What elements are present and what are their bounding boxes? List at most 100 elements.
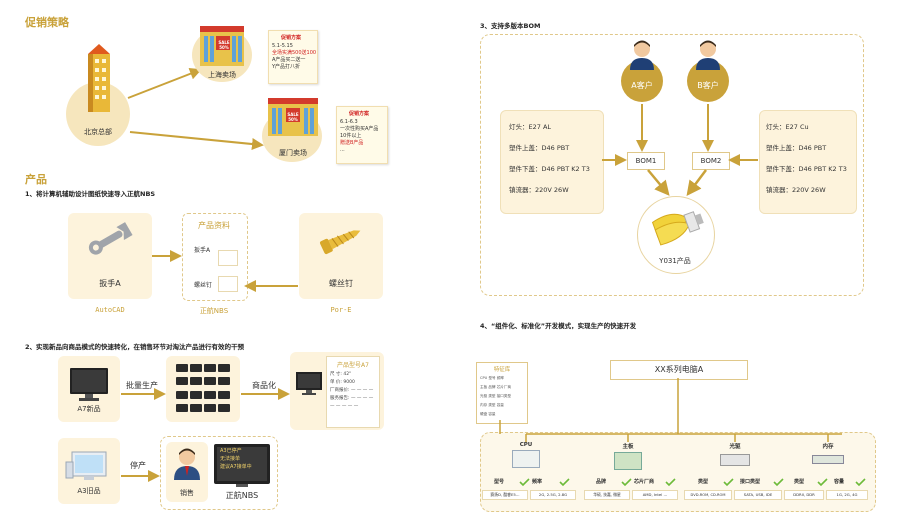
- cpu-chip-icon: [512, 450, 540, 468]
- plan-line: 全场实满500送100: [272, 50, 317, 56]
- plan-line: ...: [340, 147, 345, 153]
- product-info-box: [182, 213, 248, 301]
- memory-val2: 1G, 2G, 4G: [826, 490, 868, 500]
- feature-row: 内存 类型 容量: [480, 403, 504, 407]
- customer-b-icon: [696, 40, 720, 70]
- info-item-wrench: 扳手A: [194, 247, 211, 254]
- spec-b-line: 镇流器：220V 26W: [766, 186, 826, 194]
- tv-line: 无法接单: [220, 456, 241, 462]
- memory-val1: DDRII, DDR: [784, 490, 824, 500]
- memory-attr1: 类型: [794, 479, 805, 485]
- autocad-box: [68, 213, 152, 299]
- feature-row: 主板 品牌 芯片厂商: [480, 385, 512, 389]
- mainboard-val2: AMD, Intel …: [632, 490, 678, 500]
- info-thumb-screw: [218, 276, 238, 292]
- monitor-grid: [176, 364, 232, 414]
- plan-line: 一次性购买A产品: [340, 126, 379, 132]
- spec-a-card: 灯头：E27 AL 塑件上盖：D46 PBT 塑件下盖：D46 PBT K2 T…: [500, 110, 604, 214]
- sales-label: 销售: [180, 489, 194, 497]
- store1-plan-lines: 5.1-5.15 全场实满500送100 A产品买二送一 Y产品打八折: [272, 43, 317, 71]
- plan-line: 10件以上: [340, 133, 362, 139]
- feature-card-title: 特征库: [493, 367, 511, 373]
- screw-icon: [319, 230, 361, 255]
- store1-plan-title: 促销方案: [281, 35, 302, 41]
- feature-card: 特征库 CPU 型号 频率 主板 品牌 芯片厂商 光驱 类型 接口类型 内存 类…: [476, 362, 528, 424]
- model-line: 厂商报价: — — — —: [330, 388, 374, 393]
- tv-line: 建议A7接单中: [220, 464, 252, 470]
- drive-val2: SATA, USB, IDE: [734, 490, 782, 500]
- store2-plan-lines: 6.1-6.3 一次性购买A产品 10件以上 赠送B产品 ...: [340, 119, 387, 154]
- promo-title: 促销策略: [25, 16, 69, 29]
- info-item-screw: 螺丝钉: [194, 282, 213, 289]
- model-title: 产品型号A7: [337, 362, 369, 369]
- hq-label: 北京总部: [84, 128, 112, 136]
- promo-arrows: [127, 68, 264, 150]
- store1-sign: SALE 50%: [218, 40, 230, 50]
- cpu-attr1: 型号: [494, 479, 505, 485]
- spec-a-line: 塑件上盖：D46 PBT: [509, 144, 570, 152]
- tv-line: A3已停产: [220, 448, 242, 454]
- pore-box: [299, 213, 383, 299]
- caption-autocad: AutoCAD: [95, 306, 125, 314]
- store1-building-icon: [200, 26, 244, 66]
- cpu-attr2: 频率: [532, 479, 543, 485]
- model-line: — — — — —: [330, 404, 359, 409]
- memory-stick-icon: [812, 455, 844, 464]
- store1-label: 上海卖场: [208, 71, 236, 79]
- drive-attr2: 接口类型: [740, 479, 761, 485]
- bom-arrows: [602, 104, 758, 196]
- store1-plan-card: 促销方案 5.1-5.15 全场实满500送100 A产品买二送一 Y产品打八折: [268, 30, 318, 84]
- product-label: Y031产品: [659, 257, 691, 265]
- mainboard-attr2: 芯片厂商: [634, 479, 655, 485]
- bulb-icon: [651, 211, 704, 246]
- salesperson-icon: [174, 448, 200, 480]
- component-memory: 内存: [808, 442, 848, 472]
- feature-row: 硬盘 容量: [480, 412, 496, 416]
- drive-val1: DVD-ROM, CD-ROM: [684, 490, 732, 500]
- customer-b-label: B客户: [697, 81, 719, 90]
- hq-building-icon: [88, 44, 110, 112]
- check-icon: [773, 478, 784, 487]
- screw-label: 螺丝钉: [329, 279, 353, 288]
- plan-line: Y产品打八折: [272, 64, 301, 70]
- store2-sign: SALE 50%: [287, 112, 299, 122]
- check-icon: [519, 478, 530, 487]
- check-icon: [817, 478, 828, 487]
- step3-text: 3、支持多版本BOM: [480, 22, 541, 30]
- step1-text: 1、将计算机辅助设计图纸快速导入正航NBS: [25, 190, 156, 198]
- step2-text: 2、实现新品向商品模式的快速转化，在销售环节对淘汰产品进行有效的干预: [25, 343, 245, 351]
- model-line: 服务报告: — — — —: [330, 396, 374, 401]
- flow-arrows: [121, 388, 290, 482]
- plan-line: 5.1-5.15: [272, 43, 293, 49]
- check-icon: [621, 478, 632, 487]
- model-line: 尺 寸: 42": [330, 372, 352, 377]
- feature-row: 光驱 类型 接口类型: [480, 394, 512, 398]
- store2-label: 厦门卖场: [279, 149, 307, 157]
- feature-row: CPU 型号 频率: [480, 376, 504, 380]
- step4-text: 4、“组件化、标准化”开发模式，实现生产的快速开发: [480, 322, 637, 330]
- model-card: 产品型号A7 尺 寸: 42" 单 价: 9000 厂商报价: — — — — …: [326, 356, 380, 428]
- store2-plan-title: 促销方案: [349, 111, 370, 117]
- spec-a-line: 灯头：E27 AL: [509, 123, 552, 131]
- component-cpu: CPU: [506, 442, 546, 472]
- feature-table: CPU 型号 频率 主板 品牌 芯片厂商 光驱 类型 接口类型 内存 类型 容量…: [480, 374, 527, 419]
- old-monitor-icon: [65, 451, 107, 480]
- wrench-label: 扳手A: [99, 279, 121, 288]
- new-product-label: A7新品: [77, 405, 101, 413]
- batch-label: 批量生产: [126, 381, 158, 390]
- bom1-box: BOM1: [627, 152, 665, 170]
- check-icon: [559, 478, 570, 487]
- spec-a-line: 塑件下盖：D46 PBT K2 T3: [509, 165, 590, 173]
- check-icon: [665, 478, 676, 487]
- plan-line: A产品买二送一: [272, 57, 306, 63]
- optical-drive-icon: [720, 454, 750, 466]
- mainboard-icon: [614, 452, 642, 470]
- store2-plan-card: 促销方案 6.1-6.3 一次性购买A产品 10件以上 赠送B产品 ...: [336, 106, 388, 164]
- cpu-val1: 赛扬D, 酷睿E5…: [482, 490, 528, 500]
- spec-b-card: 灯头：E27 Cu 塑件上盖：D46 PBT 塑件下盖：D46 PBT K2 T…: [759, 110, 857, 214]
- memory-attr2: 容量: [834, 479, 845, 485]
- tv-caption: 正航NBS: [225, 491, 259, 500]
- monitor-icon: [70, 368, 108, 401]
